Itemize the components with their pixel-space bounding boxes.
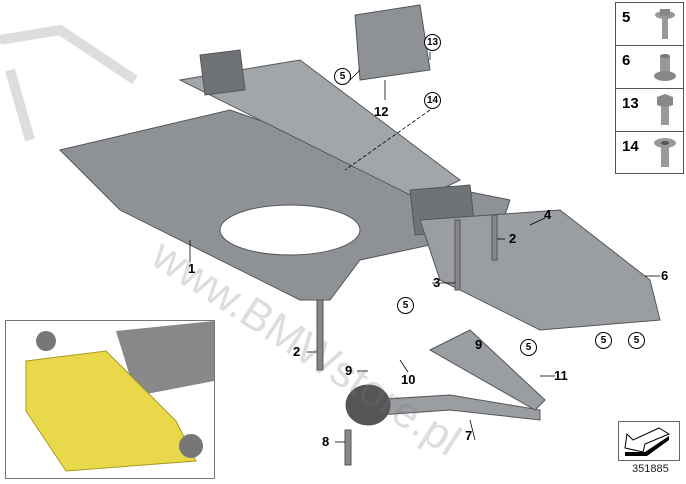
arrow-icon	[624, 427, 671, 456]
part-number: 5	[622, 9, 631, 26]
callout-6: 6	[661, 268, 669, 283]
callout-12: 12	[374, 104, 389, 119]
panel-row-13: 13	[616, 89, 683, 132]
callout-9: 9	[475, 337, 483, 352]
callout-7: 7	[465, 428, 473, 443]
panel-row-14: 14	[616, 132, 683, 174]
callout-5-circled: 5	[520, 339, 537, 356]
part-number: 14	[622, 138, 639, 155]
subframe-1	[59, 49, 511, 301]
callout-9: 9	[345, 363, 353, 378]
bolts	[316, 214, 498, 466]
callout-11: 11	[554, 368, 568, 383]
flanged-nut-icon	[654, 54, 676, 81]
bracket-12	[354, 4, 431, 81]
callout-2: 2	[509, 231, 517, 246]
callout-5-circled: 5	[334, 68, 351, 85]
view-direction-arrow	[618, 421, 680, 461]
callout-10: 10	[401, 372, 416, 387]
callout-5-circled: 5	[595, 332, 612, 349]
callout-3: 3	[433, 275, 441, 290]
callout-14-circled: 14	[424, 92, 441, 109]
callout-8: 8	[322, 434, 330, 449]
parts-panel: 5 6 13 14	[615, 2, 684, 174]
callout-4: 4	[544, 207, 552, 222]
countersunk-bolt-icon	[654, 138, 676, 167]
callout-5-circled: 5	[397, 297, 414, 314]
reference-number: 351885	[632, 463, 669, 475]
ghost-control-arm	[0, 24, 138, 142]
panel-row-5: 5	[616, 3, 683, 46]
control-arm-7	[345, 329, 546, 426]
panel-row-6: 6	[616, 46, 683, 89]
part-number: 13	[622, 95, 639, 112]
callout-5-circled: 5	[628, 332, 645, 349]
vehicle-location-inset	[5, 320, 215, 479]
leader-lines	[189, 52, 660, 443]
bolt-with-washer-icon	[655, 9, 675, 39]
hex-bolt-icon	[657, 94, 673, 125]
callout-1: 1	[188, 261, 196, 276]
highlighted-subframe-icon	[25, 321, 214, 472]
part-number: 6	[622, 52, 631, 69]
underbody-plate-4	[419, 209, 661, 331]
callout-13-circled: 13	[424, 34, 441, 51]
callout-2: 2	[293, 344, 301, 359]
